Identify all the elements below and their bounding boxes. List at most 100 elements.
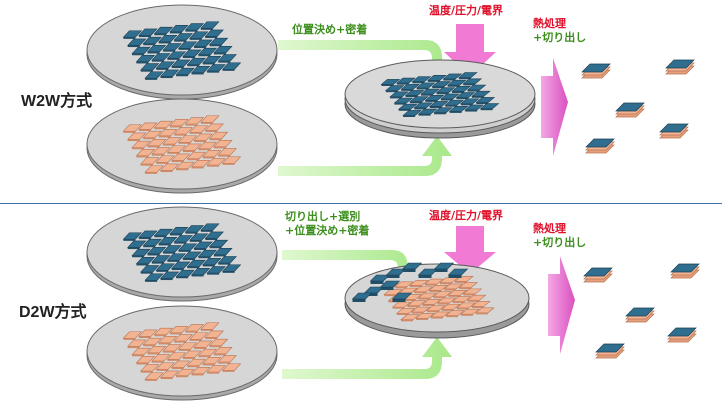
die-edge bbox=[182, 357, 195, 360]
die-edge bbox=[167, 152, 180, 154]
d2w-output-chips bbox=[583, 263, 700, 359]
die-edge bbox=[416, 318, 428, 320]
die-edge bbox=[440, 282, 452, 285]
stacked-die-edge bbox=[386, 275, 400, 278]
die-edge bbox=[174, 40, 187, 42]
stacked-die-edge bbox=[380, 287, 394, 290]
die-edge bbox=[202, 62, 215, 65]
die-edge bbox=[222, 69, 235, 71]
die-edge bbox=[429, 106, 442, 109]
die-edge bbox=[198, 355, 211, 358]
die-edge bbox=[461, 314, 473, 316]
die-edge bbox=[132, 147, 145, 150]
die-edge bbox=[436, 92, 449, 95]
die-edge bbox=[132, 53, 145, 56]
die-edge bbox=[143, 43, 156, 46]
w2w-output-arrow bbox=[541, 58, 568, 156]
die-edge bbox=[200, 28, 213, 30]
die-edge bbox=[434, 112, 447, 115]
die-edge bbox=[209, 345, 222, 348]
die-edge bbox=[147, 253, 160, 256]
die-edge bbox=[147, 145, 160, 148]
die-edge bbox=[187, 365, 200, 368]
die-edge bbox=[123, 239, 136, 241]
die-edge bbox=[182, 258, 195, 261]
stacked-die-edge bbox=[402, 269, 416, 272]
die-edge bbox=[158, 342, 171, 345]
die-edge bbox=[158, 41, 171, 44]
stacked-die-edge bbox=[448, 275, 462, 278]
die-edge bbox=[445, 105, 458, 107]
die-edge bbox=[207, 273, 220, 275]
die-edge bbox=[459, 287, 472, 290]
die-edge bbox=[151, 361, 164, 363]
die-edge bbox=[218, 155, 231, 157]
d2w-stacked-dies bbox=[351, 262, 469, 302]
die-edge bbox=[446, 315, 458, 318]
die-edge bbox=[138, 237, 151, 240]
die-edge bbox=[394, 103, 407, 105]
die-edge bbox=[154, 334, 167, 337]
d2w-process-label: 温度/圧力/電界 bbox=[429, 209, 504, 222]
die-edge bbox=[160, 278, 173, 281]
die-edge bbox=[138, 129, 151, 132]
die-edge bbox=[449, 111, 462, 113]
die-edge bbox=[145, 280, 158, 282]
stacked-blue-die bbox=[369, 274, 391, 282]
die-edge bbox=[200, 230, 213, 232]
w2w-heat-label: 熱処理 bbox=[533, 17, 566, 30]
die-edge bbox=[209, 246, 222, 249]
die-edge bbox=[145, 172, 158, 174]
stacked-die-edge bbox=[418, 275, 432, 278]
die-edge bbox=[458, 77, 471, 80]
chip-top-layer bbox=[581, 63, 611, 73]
die-edge bbox=[207, 165, 220, 167]
die-edge bbox=[467, 89, 480, 92]
stacked-die-edge bbox=[352, 299, 366, 302]
die-edge bbox=[187, 266, 200, 269]
die-edge bbox=[405, 95, 418, 98]
d2w-output-arrow bbox=[548, 256, 575, 354]
w2w-method-label: W2W方式 bbox=[21, 93, 93, 110]
stacked-die-edge bbox=[434, 269, 448, 272]
die-edge bbox=[213, 52, 226, 55]
die-edge bbox=[198, 256, 211, 259]
die-edge bbox=[151, 60, 164, 62]
die-edge bbox=[140, 164, 153, 166]
die-edge bbox=[176, 276, 189, 279]
die-edge bbox=[143, 137, 156, 140]
die-edge bbox=[218, 362, 231, 364]
stacked-blue-die bbox=[385, 268, 407, 276]
die-edge bbox=[403, 115, 416, 118]
die-edge bbox=[425, 284, 437, 286]
die-edge bbox=[140, 371, 153, 373]
die-edge bbox=[178, 349, 191, 351]
die-edge bbox=[136, 263, 149, 266]
die-edge bbox=[463, 293, 476, 296]
die-edge bbox=[205, 337, 218, 340]
die-edge bbox=[127, 346, 140, 349]
die-edge bbox=[163, 50, 176, 52]
die-edge bbox=[440, 98, 453, 101]
section-divider bbox=[0, 203, 722, 204]
die-edge bbox=[156, 162, 169, 164]
stacked-blue-die bbox=[401, 262, 423, 270]
die-edge bbox=[209, 44, 222, 47]
die-edge bbox=[194, 248, 207, 251]
die-edge bbox=[169, 233, 182, 236]
die-edge bbox=[154, 127, 167, 130]
die-edge bbox=[140, 272, 153, 274]
die-edge bbox=[178, 142, 191, 144]
die-edge bbox=[412, 81, 425, 84]
die-edge bbox=[401, 319, 413, 322]
die-edge bbox=[187, 158, 200, 161]
stacked-blue-die bbox=[391, 292, 413, 300]
die-edge bbox=[447, 85, 460, 87]
die-edge bbox=[202, 264, 215, 267]
die-edge bbox=[432, 86, 445, 89]
die-edge bbox=[222, 370, 235, 372]
die-edge bbox=[182, 150, 195, 153]
die-edge bbox=[443, 78, 456, 81]
die-edge bbox=[167, 58, 180, 60]
